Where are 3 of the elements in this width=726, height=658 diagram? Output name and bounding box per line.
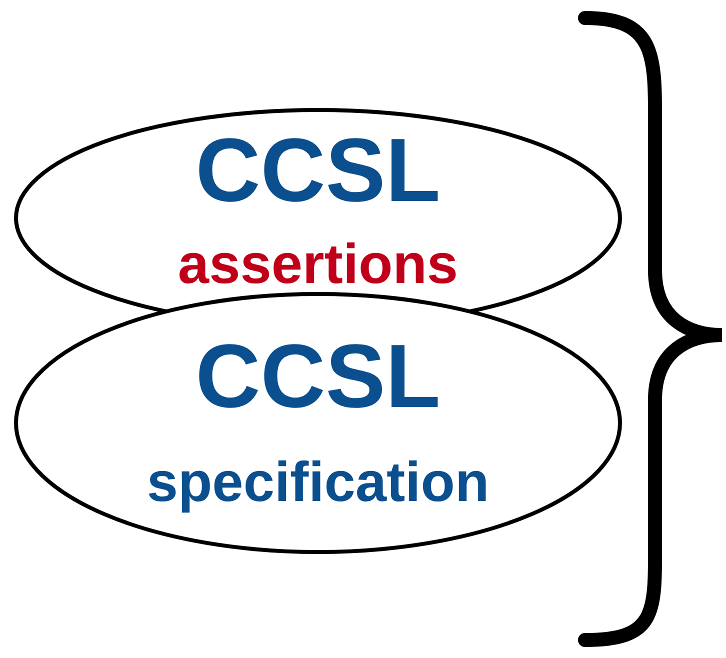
heading-text: CCSL	[194, 126, 442, 216]
heading-text: CCSL	[194, 332, 442, 422]
subtitle-text: assertions	[176, 236, 460, 292]
